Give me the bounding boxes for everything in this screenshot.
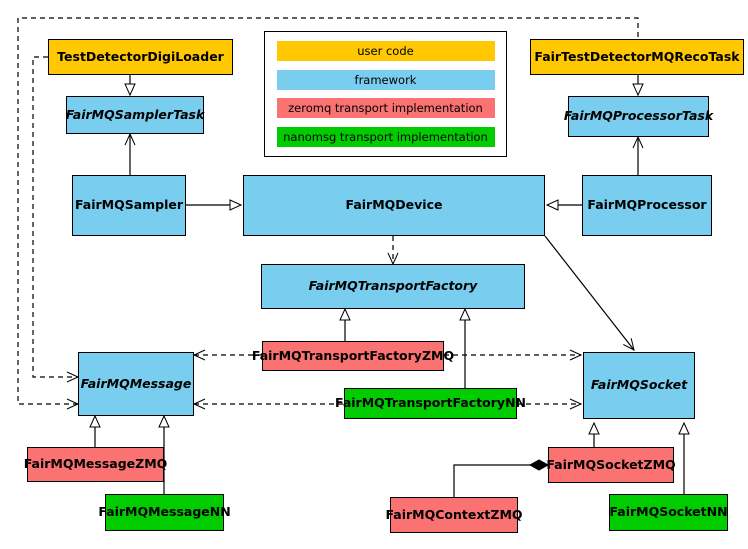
legend-item-zeromq: zeromq transport implementation: [276, 98, 495, 119]
node-test-detector-digi-loader[interactable]: TestDetectorDigiLoader: [48, 39, 233, 75]
node-fairmq-message[interactable]: FairMQMessage: [78, 352, 194, 416]
node-fairmq-message-nn[interactable]: FairMQMessageNN: [98, 494, 231, 531]
node-fairmq-transport-factory[interactable]: FairMQTransportFactory: [261, 264, 525, 309]
legend-item-user-code: user code: [276, 40, 495, 61]
node-fairmq-processor[interactable]: FairMQProcessor: [582, 175, 712, 236]
node-fairmq-socket-zmq[interactable]: FairMQSocketZMQ: [546, 447, 676, 483]
node-fairmq-processor-task[interactable]: FairMQProcessorTask: [564, 96, 713, 137]
node-fairmq-context-zmq[interactable]: FairMQContextZMQ: [385, 497, 523, 533]
node-fairmq-transport-factory-zmq[interactable]: FairMQTransportFactoryZMQ: [252, 341, 454, 371]
node-fair-test-detector-mq-reco-task[interactable]: FairTestDetectorMQRecoTask: [530, 39, 744, 75]
node-fairmq-socket[interactable]: FairMQSocket: [583, 352, 695, 419]
legend-item-nanomsg: nanomsg transport implementation: [276, 127, 495, 148]
node-fairmq-transport-factory-nn[interactable]: FairMQTransportFactoryNN: [335, 388, 526, 419]
node-fairmq-message-zmq[interactable]: FairMQMessageZMQ: [24, 447, 167, 482]
node-fairmq-device[interactable]: FairMQDevice: [243, 175, 545, 236]
node-fairmq-sampler[interactable]: FairMQSampler: [72, 175, 186, 236]
node-fairmq-socket-nn[interactable]: FairMQSocketNN: [609, 494, 728, 531]
legend-item-framework: framework: [276, 69, 495, 90]
node-fairmq-sampler-task[interactable]: FairMQSamplerTask: [66, 96, 204, 134]
legend: user code framework zeromq transport imp…: [264, 31, 507, 157]
